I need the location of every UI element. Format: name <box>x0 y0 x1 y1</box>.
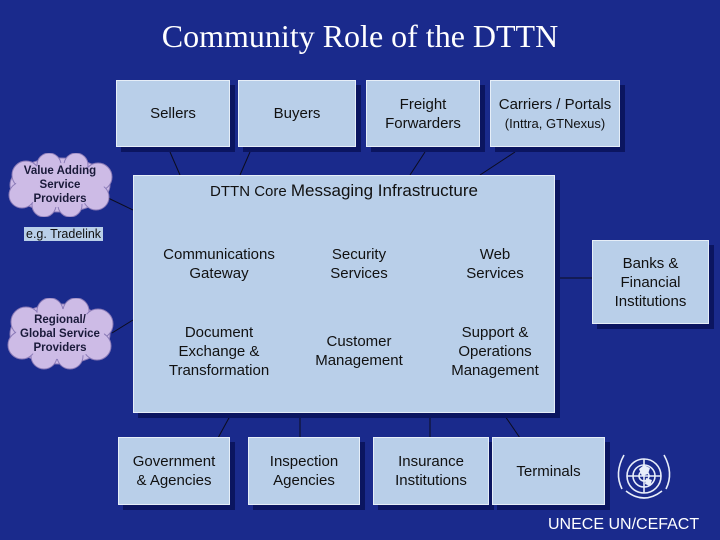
communications-gateway: Communications Gateway <box>144 234 294 294</box>
customer-management: Customer Management <box>284 316 434 386</box>
cell-line: Operations <box>458 342 532 360</box>
regional-text: Regional/ Global Service Providers <box>4 298 116 370</box>
connector-government <box>217 415 231 439</box>
connector-carriers <box>479 151 516 176</box>
cell-line: Services <box>466 265 524 282</box>
cell-line: Security <box>331 246 387 263</box>
government-line2: & Agencies <box>136 472 212 489</box>
cell-line: Management <box>451 361 539 379</box>
cloud-shape-icon <box>8 152 113 218</box>
cell-line: Support & <box>461 323 529 341</box>
value-adding-line1: Value Adding <box>23 165 97 177</box>
freight-forwarders-box: Freight Forwarders <box>366 80 480 147</box>
connector-freight <box>409 151 426 176</box>
regional-line1: Regional/ <box>34 314 86 326</box>
dttn-core-box: DTTN Core Messaging Infrastructure Commu… <box>133 175 555 413</box>
footer-text: UNECE UN/CEFACT <box>548 516 700 533</box>
support-operations: Support & Operations Management <box>420 316 570 386</box>
cell-line: Services <box>330 265 388 282</box>
cell-line: Exchange & <box>178 342 260 360</box>
insurance-line2: Institutions <box>395 472 467 489</box>
inspection-box: Inspection Agencies <box>248 437 360 505</box>
banks-line2: Financial <box>620 273 681 291</box>
value-adding-line2: Service <box>39 179 81 191</box>
regional-line2: Global Service <box>20 328 100 340</box>
connector-regional <box>111 319 134 334</box>
terminals-label: Terminals <box>516 462 581 480</box>
un-emblem-icon <box>617 454 671 499</box>
buyers-box: Buyers <box>238 80 356 147</box>
document-exchange: Document Exchange & Transformation <box>144 316 294 386</box>
connector-value-adding <box>107 197 134 211</box>
sellers-label: Sellers <box>150 105 196 122</box>
inspection-line2: Agencies <box>273 472 335 489</box>
web-services: Web Services <box>420 234 570 294</box>
cell-line: Communications <box>163 246 275 263</box>
connector-buyers <box>239 151 251 176</box>
carriers-sublabel: (Inttra, GTNexus) <box>504 115 606 131</box>
inspection-line1: Inspection <box>269 453 339 470</box>
page-title: Community Role of the DTTN <box>161 18 559 54</box>
cell-line: Document <box>184 323 254 341</box>
banks-line1: Banks & <box>622 254 679 272</box>
value-adding-text: Value Adding Service Providers <box>4 153 116 217</box>
cell-line: Web <box>479 246 511 263</box>
banks-line3: Institutions <box>614 292 687 310</box>
freight-label-line2: Forwarders <box>385 114 461 132</box>
cell-line: Gateway <box>189 265 249 282</box>
cloud-shape-icon <box>7 297 114 370</box>
freight-label-line1: Freight <box>399 95 447 113</box>
buyers-label: Buyers <box>273 105 321 122</box>
core-title-prefix: DTTN Core <box>210 183 291 200</box>
regional-cloud: Regional/ Global Service Providers <box>4 297 116 370</box>
connector-terminals <box>504 415 521 439</box>
security-services: Security Services <box>284 234 434 294</box>
cell-line: Management <box>315 352 403 369</box>
value-adding-line3: Providers <box>33 193 87 205</box>
terminals-box: Terminals <box>492 437 605 505</box>
core-title: DTTN Core Messaging Infrastructure <box>134 181 554 201</box>
sellers-box: Sellers <box>116 80 230 147</box>
connector-sellers <box>169 151 181 176</box>
carriers-portals-box: Carriers / Portals (Inttra, GTNexus) <box>490 80 620 147</box>
regional-line3: Providers <box>33 342 87 354</box>
core-title-main: Messaging Infrastructure <box>290 181 478 200</box>
insurance-box: Insurance Institutions <box>373 437 489 505</box>
example-label: e.g. Tradelink <box>24 227 104 241</box>
government-line1: Government <box>132 453 216 470</box>
cell-line: Customer <box>326 333 392 350</box>
government-box: Government & Agencies <box>118 437 230 505</box>
value-adding-cloud: Value Adding Service Providers <box>4 152 116 218</box>
carriers-label: Carriers / Portals <box>498 95 612 113</box>
cell-line: Transformation <box>168 361 270 379</box>
insurance-line1: Insurance <box>398 453 464 470</box>
banks-box: Banks & Financial Institutions <box>592 240 709 324</box>
